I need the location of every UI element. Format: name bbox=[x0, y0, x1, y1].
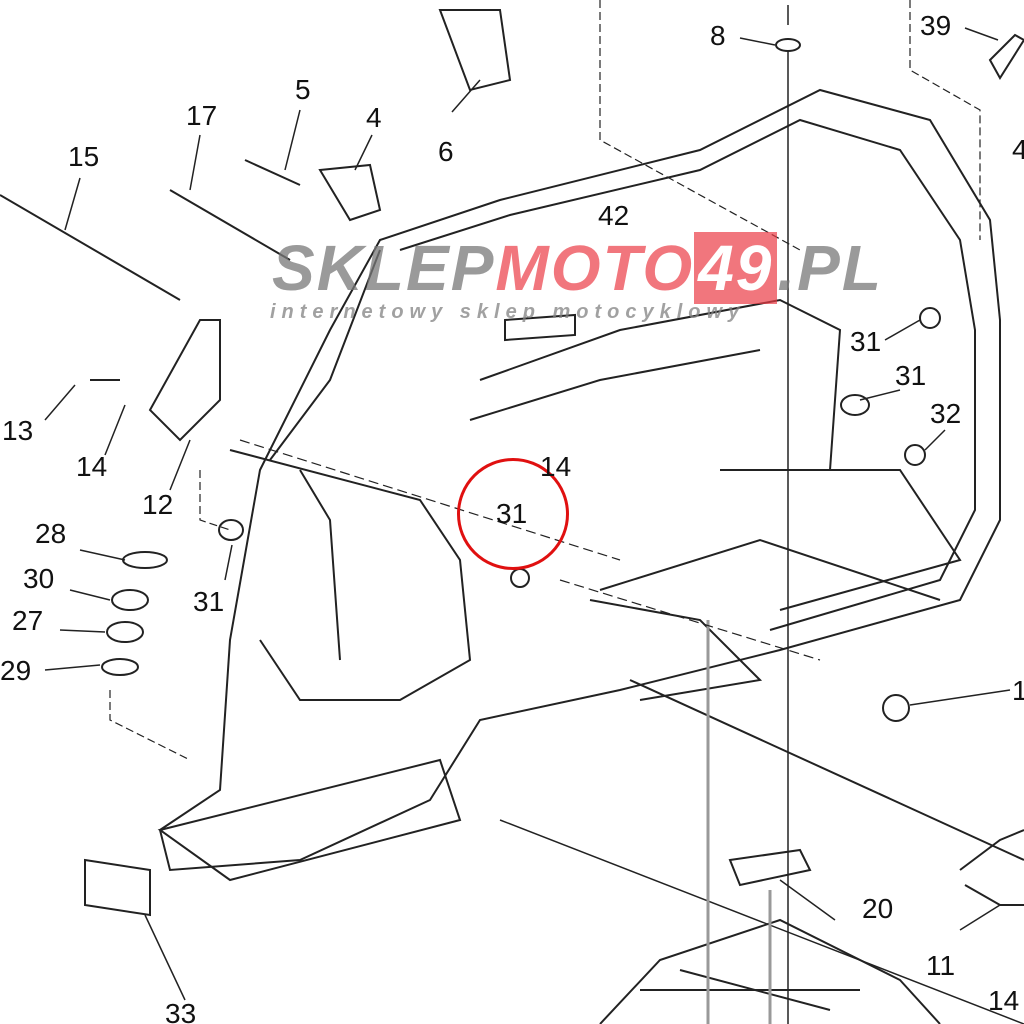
callout-14-bottom: 14 bbox=[988, 985, 1020, 1016]
callout-33: 33 bbox=[165, 998, 197, 1024]
callout-12: 12 bbox=[142, 489, 174, 520]
highlight-circle bbox=[457, 458, 569, 570]
callout-17: 17 bbox=[186, 100, 218, 131]
callout-1: 1 bbox=[1012, 675, 1024, 706]
callout-42: 42 bbox=[598, 200, 630, 231]
callout-30: 30 bbox=[23, 563, 55, 594]
callout-14-center: 14 bbox=[540, 451, 572, 482]
callout-27: 27 bbox=[12, 605, 44, 636]
callout-29: 29 bbox=[0, 655, 32, 686]
callout-11: 11 bbox=[926, 950, 956, 981]
watermark-part4: .PL bbox=[777, 232, 883, 304]
watermark-tagline: internetowy sklep motocyklowy bbox=[270, 301, 746, 323]
callout-31-left: 31 bbox=[193, 586, 225, 617]
callout-39: 39 bbox=[920, 10, 952, 41]
callout-13: 13 bbox=[2, 415, 34, 446]
callout-32: 32 bbox=[930, 398, 962, 429]
callout-6: 6 bbox=[438, 136, 454, 167]
callout-15: 15 bbox=[68, 141, 100, 172]
callout-20: 20 bbox=[862, 893, 894, 924]
callout-31-a: 31 bbox=[850, 326, 882, 357]
watermark-logo: SKLEPMOTO49.PL bbox=[272, 232, 883, 304]
watermark-part3: 49 bbox=[694, 232, 778, 304]
watermark-part2: MOTO bbox=[495, 232, 695, 304]
callout-8: 8 bbox=[710, 20, 726, 51]
callout-31-highlighted: 31 bbox=[496, 498, 528, 529]
callout-4: 4 bbox=[366, 102, 382, 133]
callout-5: 5 bbox=[295, 74, 311, 105]
watermark-part1: SKLEP bbox=[272, 232, 496, 304]
callout-31-b: 31 bbox=[895, 360, 927, 391]
callout-4-right: 4 bbox=[1012, 134, 1024, 165]
callout-14-left: 14 bbox=[76, 451, 108, 482]
callout-28: 28 bbox=[35, 518, 67, 549]
